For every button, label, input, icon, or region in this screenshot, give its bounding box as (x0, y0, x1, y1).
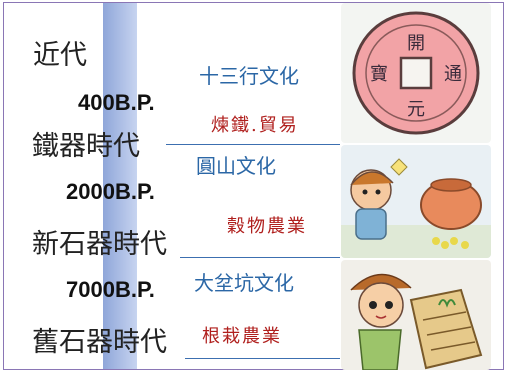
date-label: 7000B.P. (66, 277, 155, 302)
divider-line (185, 358, 340, 359)
root-crop-illustration (341, 260, 491, 370)
date-label: 2000B.P. (66, 179, 155, 204)
time-bar (103, 3, 137, 369)
era-neolithic: 新石器時代 (32, 229, 167, 260)
timeline-diagram: 近代 400B.P. 鐵器時代 2000B.P. 新石器時代 7000B.P. … (3, 2, 504, 370)
coin-char: 元 (407, 99, 425, 120)
economy-label: 穀物農業 (227, 216, 307, 237)
grain-farming-illustration (341, 145, 491, 258)
coin-char: 寶 (370, 64, 388, 85)
divider-line (180, 257, 340, 258)
culture-label: 大坌坑文化 (194, 271, 294, 295)
ancient-coin-icon: 開 通 元 寶 (341, 3, 491, 143)
era-modern: 近代 (33, 40, 87, 71)
divider-line (166, 144, 340, 145)
culture-label: 十三行文化 (199, 64, 299, 88)
coin-char: 通 (444, 64, 462, 85)
economy-label: 根栽農業 (202, 326, 282, 347)
economy-label: 煉鐵.貿易 (211, 115, 299, 136)
era-paleolithic: 舊石器時代 (32, 327, 167, 358)
date-label: 400B.P. (78, 90, 155, 115)
culture-label: 圓山文化 (196, 154, 276, 178)
era-iron-age: 鐵器時代 (32, 131, 140, 162)
coin-char: 開 (407, 33, 425, 54)
